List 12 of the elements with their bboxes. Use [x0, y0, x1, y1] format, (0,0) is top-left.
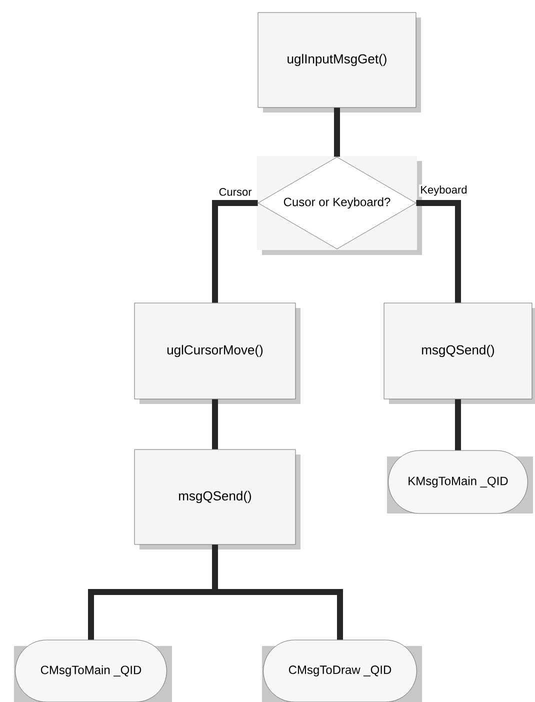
connector-line — [455, 399, 461, 450]
process-box: msgQSend() — [384, 302, 535, 404]
connector-line — [212, 399, 218, 450]
connector-line — [416, 200, 461, 303]
connector-line — [334, 108, 340, 157]
process-box: uglCursorMove() — [134, 302, 300, 404]
process-box: uglInputMsgGet() — [258, 12, 421, 112]
connector-line — [212, 200, 258, 303]
edge-label: Cursor — [219, 188, 252, 196]
edge-label: Keyboard — [421, 186, 467, 196]
connector-line — [212, 544, 343, 640]
process-box: msgQSend() — [134, 449, 300, 550]
